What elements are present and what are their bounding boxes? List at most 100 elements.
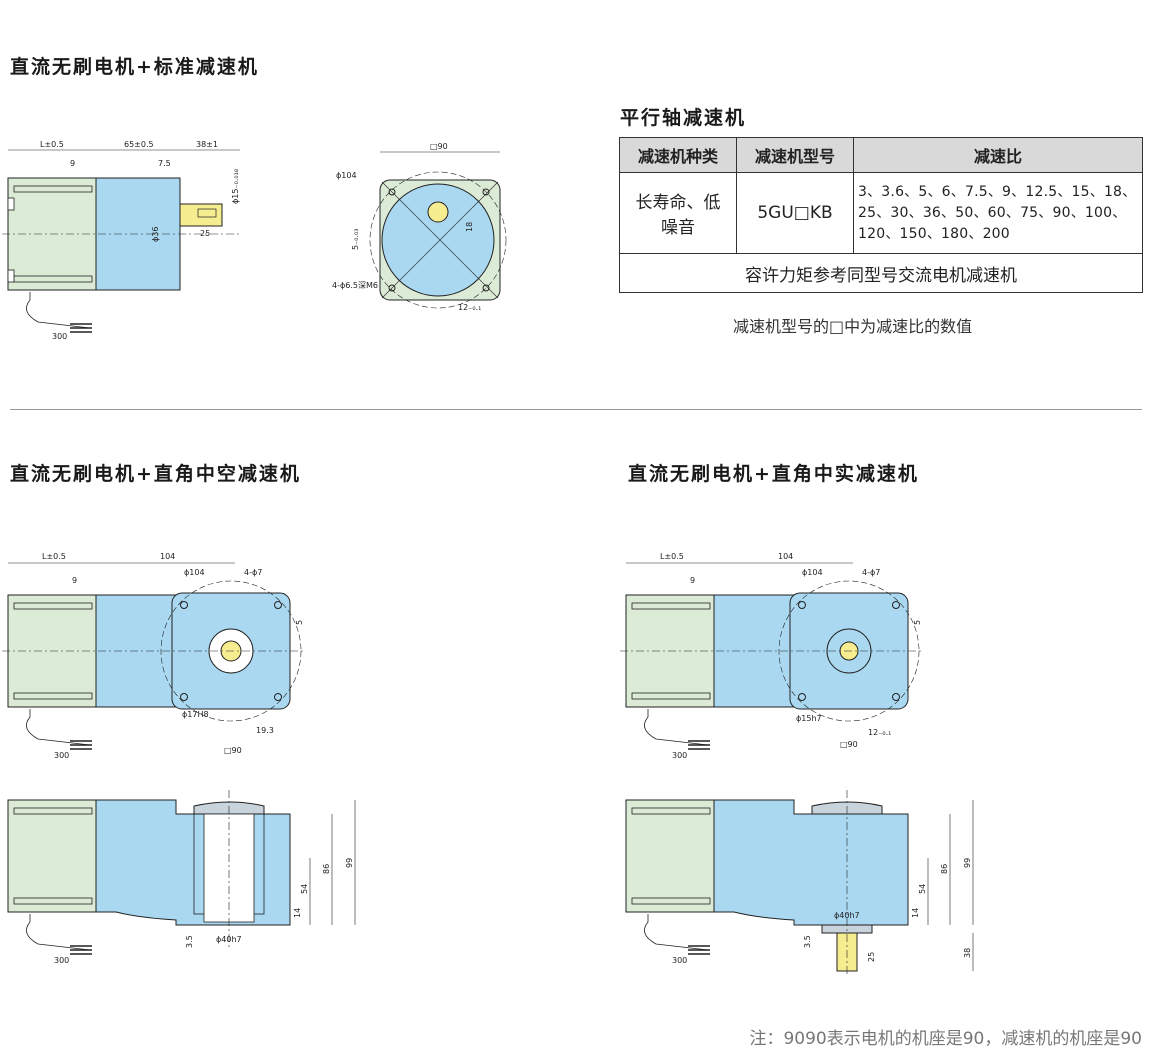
header-ratio: 减速比: [853, 137, 1143, 173]
mount-hole: [798, 693, 806, 701]
motor-connector-top: [7, 197, 15, 211]
mount-hole: [180, 693, 188, 701]
section-title-solid: 直流无刷电机+直角中实减速机: [628, 463, 919, 485]
mount-hole: [482, 188, 490, 196]
dim-phi7: 4-ϕ7: [862, 568, 880, 577]
cable: [644, 709, 709, 746]
mount-hole: [892, 693, 900, 701]
motor-fin-bottom: [13, 692, 93, 700]
cable: [26, 914, 91, 951]
gearbox-body: [713, 799, 909, 926]
motor-fin-top: [13, 602, 93, 610]
dim-phi40: ϕ40h7: [216, 935, 242, 944]
dim-L: L±0.5: [660, 552, 684, 561]
dim-3-5: 3.5: [185, 935, 194, 948]
output-shaft: [179, 203, 223, 227]
solid-side-view-drawing: 99 86 54 14 3.5 ϕ40h7 25 38 300: [625, 790, 974, 976]
mount-hole: [274, 601, 282, 609]
dim-99: 99: [345, 858, 354, 868]
cell-kind: 长寿命、低噪音: [619, 172, 737, 254]
dim-phi104: ϕ104: [802, 568, 823, 577]
mount-hole: [892, 601, 900, 609]
cell-torque-note: 容许力矩参考同型号交流电机减速机: [619, 253, 1143, 293]
dim-phi15h7: ϕ15h7: [796, 714, 822, 723]
mount-hole: [798, 601, 806, 609]
dim-54: 54: [918, 884, 927, 894]
dim-phi36: ϕ36: [151, 227, 160, 242]
motor-fin-bottom: [13, 897, 93, 905]
mount-hole: [482, 284, 490, 292]
dim-54: 54: [300, 884, 309, 894]
dim-phi104: ϕ104: [336, 171, 357, 180]
dim-5: 5₋₀.₀₃: [351, 229, 360, 250]
dim-86: 86: [322, 864, 331, 874]
mount-hole: [388, 284, 396, 292]
motor-fin-top: [13, 807, 93, 815]
motor-fin-top: [631, 602, 711, 610]
cable: [26, 709, 91, 746]
cable-ends: [70, 945, 92, 955]
dim-65: 65±0.5: [124, 140, 154, 149]
dim-cable: 300: [672, 956, 687, 965]
motor-body: [625, 799, 715, 913]
spec-table: 减速机种类 减速机型号 减速比 长寿命、低噪音 5GU□KB 3、3.6、5、6…: [619, 137, 1143, 293]
hollow-top-view-drawing: L±0.5 104 9 ϕ104 4-ϕ7 ϕ17H8 19.3 5 □90 3…: [2, 552, 305, 760]
cable-ends: [688, 945, 710, 955]
dim-phi15: ϕ15₋₀.₀₁₈: [231, 169, 240, 204]
dim-38: 38: [963, 948, 972, 958]
dim-12: 12₋₀.₁: [458, 303, 481, 312]
dim-9: 9: [690, 576, 695, 585]
motor-fin-top: [631, 807, 711, 815]
standard-side-view-drawing: L±0.5 65±0.5 38±1 9 7.5 ϕ15₋₀.₀₁₈ ϕ36 25…: [2, 140, 240, 341]
dim-L: L±0.5: [40, 140, 64, 149]
motor-fin-top: [13, 185, 93, 193]
header-model: 减速机型号: [736, 137, 854, 173]
dim-104: 104: [778, 552, 793, 561]
cable: [26, 292, 91, 329]
dim-phi104: ϕ104: [184, 568, 205, 577]
dim-5: 5: [913, 620, 922, 625]
hollow-side-view-drawing: 99 86 54 14 3.5 ϕ40h7 300: [7, 790, 356, 965]
section-title-standard: 直流无刷电机+标准减速机: [10, 56, 259, 78]
cable-ends: [688, 740, 710, 750]
section-divider: [10, 409, 1142, 410]
solid-top-view-drawing: L±0.5 104 9 ϕ104 4-ϕ7 ϕ15h7 12₋₀.₁ 5 □90…: [620, 552, 923, 760]
section-title-hollow: 直流无刷电机+直角中空减速机: [10, 463, 301, 485]
cable-ends: [70, 740, 92, 750]
cell-ratios: 3、3.6、5、6、7.5、9、12.5、15、18、25、30、36、50、6…: [853, 172, 1143, 254]
cable-ends: [70, 323, 92, 333]
dim-7-5: 7.5: [158, 159, 171, 168]
spec-table-title: 平行轴减速机: [620, 107, 747, 129]
dim-9: 9: [70, 159, 75, 168]
dim-phi17: ϕ17H8: [182, 710, 209, 719]
dim-19-3: 19.3: [256, 726, 274, 735]
dim-14: 14: [911, 908, 920, 918]
mount-hole: [274, 693, 282, 701]
table-row: 长寿命、低噪音 5GU□KB 3、3.6、5、6、7.5、9、12.5、15、1…: [619, 172, 1143, 254]
dim-12: 12₋₀.₁: [868, 728, 891, 737]
dim-99: 99: [963, 858, 972, 868]
dim-86: 86: [940, 864, 949, 874]
shaft-circle: [427, 201, 449, 223]
shaft-key: [197, 208, 217, 218]
table-header-row: 减速机种类 减速机型号 减速比: [619, 137, 1143, 173]
dim-L: L±0.5: [42, 552, 66, 561]
dim-holes: 4-ϕ6.5深M6: [332, 281, 378, 290]
cell-model: 5GU□KB: [736, 172, 854, 254]
motor-fin-bottom: [631, 692, 711, 700]
table-note-row: 容许力矩参考同型号交流电机减速机: [619, 253, 1143, 293]
dim-phi40: ϕ40h7: [834, 911, 860, 920]
mount-hole: [388, 188, 396, 196]
dim-25: 25: [200, 229, 210, 238]
dim-25: 25: [867, 952, 876, 962]
cable: [644, 914, 709, 951]
pcd-circle: [369, 171, 507, 309]
dim-38: 38±1: [196, 140, 218, 149]
gearbox-circle: [381, 183, 495, 297]
dim-3-5: 3.5: [803, 935, 812, 948]
motor-fin-bottom: [631, 897, 711, 905]
dim-sq90: □90: [840, 740, 858, 749]
motor-body: [7, 799, 97, 913]
dim-9: 9: [72, 576, 77, 585]
mount-hole: [180, 601, 188, 609]
